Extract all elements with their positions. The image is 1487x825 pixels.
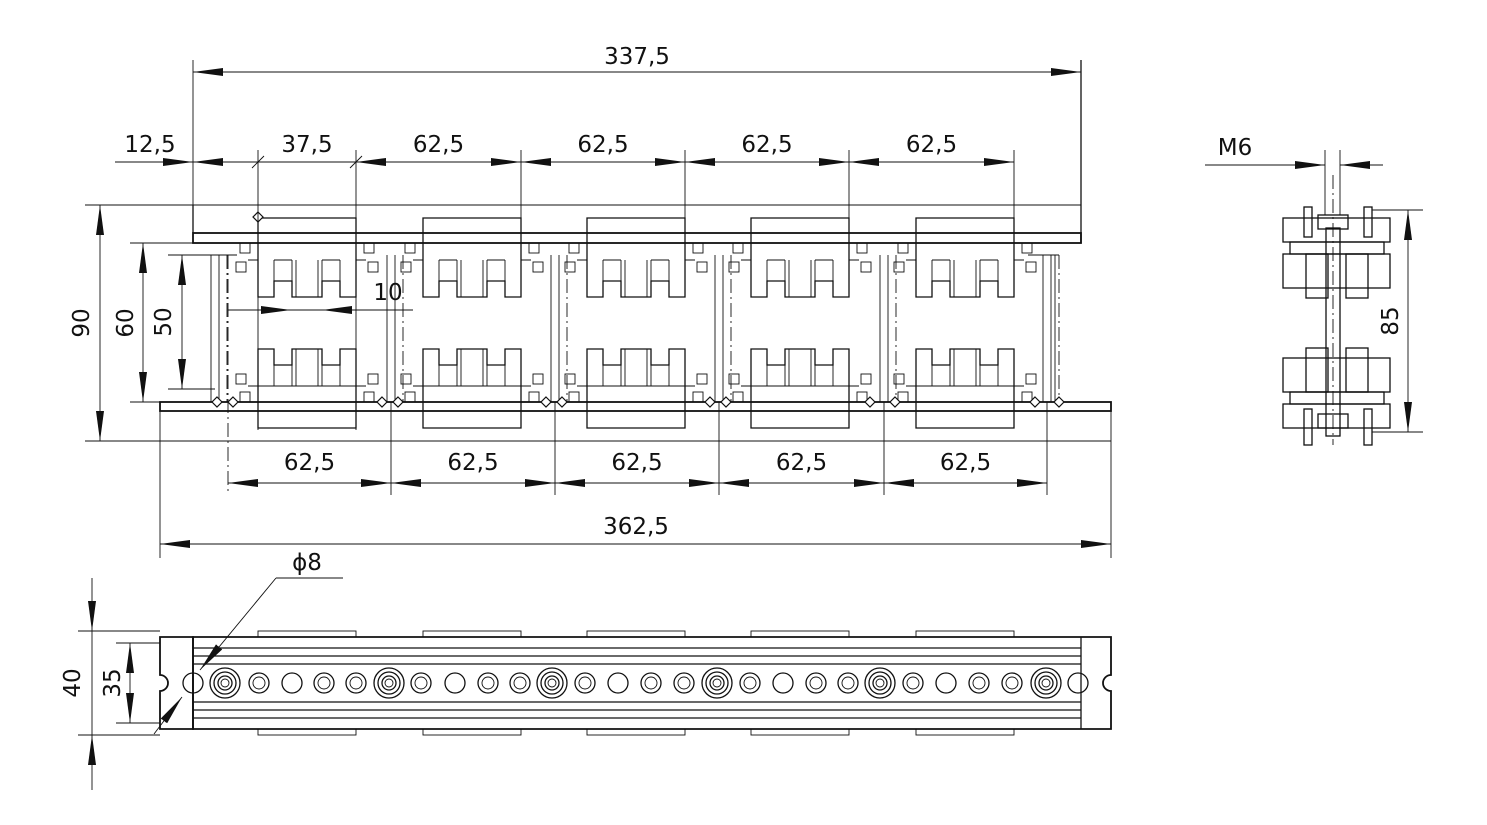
dim-label-10: 10: [373, 280, 402, 306]
marker-diamond: [1053, 396, 1065, 408]
marker-diamond: [704, 396, 716, 408]
dim-label-37-5: 37,5: [281, 132, 332, 158]
dim-label-62-5-bottom: 62,5: [447, 450, 498, 476]
plan-tab-bottom: [586, 728, 686, 736]
plain-hole: [1001, 672, 1023, 694]
plan-tab-top: [257, 630, 357, 638]
plan-tab-bottom: [750, 728, 850, 736]
bolt-hole: [1030, 667, 1062, 699]
plain-hole: [640, 672, 662, 694]
marker-diamond: [392, 396, 404, 408]
plain-hole: [607, 672, 629, 694]
marker-diamond: [540, 396, 552, 408]
dim-label-m6: M6: [1218, 135, 1252, 161]
post-2: [386, 255, 404, 402]
dim-label-62-5-top: 62,5: [413, 132, 464, 158]
dim-label-62-5-top: 62,5: [577, 132, 628, 158]
marker-diamond: [720, 396, 732, 408]
dim-label-35: 35: [100, 668, 126, 697]
dim-label-62-5-bottom: 62,5: [284, 450, 335, 476]
plain-hole: [182, 672, 204, 694]
plain-hole: [902, 672, 924, 694]
plain-hole: [837, 672, 859, 694]
plan-tab-bottom: [422, 728, 522, 736]
bolt-hole: [536, 667, 568, 699]
plain-hole: [345, 672, 367, 694]
plain-hole: [1067, 672, 1089, 694]
dim-label-62-5-bottom: 62,5: [940, 450, 991, 476]
marker-diamond: [211, 396, 223, 408]
plain-hole: [968, 672, 990, 694]
plan-tab-bottom: [257, 728, 357, 736]
plain-hole: [248, 672, 270, 694]
front-view: [159, 60, 1112, 495]
plan-view: ϕ8 40 35: [60, 550, 1112, 790]
dim-vertical-left: 90 60 50: [69, 204, 1111, 442]
dim-label-40: 40: [60, 668, 86, 697]
front-block-5: [893, 217, 1037, 429]
plain-hole: [509, 672, 531, 694]
dim-label-337-5: 337,5: [604, 44, 670, 70]
post-6: [1042, 255, 1060, 402]
dim-label-50: 50: [151, 307, 177, 336]
plain-hole: [477, 672, 499, 694]
plain-hole: [313, 672, 335, 694]
plan-tab-top: [586, 630, 686, 638]
dim-overall-top: 337,5: [192, 44, 1081, 205]
marker-diamond: [376, 396, 388, 408]
plain-hole: [444, 672, 466, 694]
dim-label-62-5-top: 62,5: [741, 132, 792, 158]
marker-diamond: [227, 396, 239, 408]
post-5: [879, 255, 897, 402]
marker-diamond: [889, 396, 901, 408]
dim-label-phi8: ϕ8: [292, 550, 322, 576]
plain-hole: [935, 672, 957, 694]
plain-hole: [805, 672, 827, 694]
marker-diamond: [864, 396, 876, 408]
bolt-hole: [209, 667, 241, 699]
front-block-2: [400, 217, 544, 429]
plan-tab-top: [422, 630, 522, 638]
dim-label-12-5: 12,5: [124, 132, 175, 158]
plain-hole: [574, 672, 596, 694]
dim-label-62-5-bottom: 62,5: [611, 450, 662, 476]
plan-tab-top: [915, 630, 1015, 638]
dim-label-90: 90: [69, 308, 95, 337]
bolt-hole: [701, 667, 733, 699]
marker-diamond: [556, 396, 568, 408]
plain-hole: [772, 672, 794, 694]
front-block-3: [564, 217, 708, 429]
side-view: M6 85: [1205, 135, 1423, 446]
bolt-hole: [373, 667, 405, 699]
post-4: [714, 255, 732, 402]
dim-gap-10: 10: [228, 280, 413, 314]
dim-label-362-5: 362,5: [603, 514, 669, 540]
plain-hole: [739, 672, 761, 694]
front-block-4: [728, 217, 872, 429]
plan-tab-top: [750, 630, 850, 638]
plan-tab-bottom: [915, 728, 1015, 736]
post-3: [550, 255, 568, 402]
dim-label-60: 60: [113, 308, 139, 337]
bolt-hole: [864, 667, 896, 699]
plain-hole: [281, 672, 303, 694]
dim-overall-bottom: 362,5: [159, 411, 1112, 558]
dim-label-62-5-bottom: 62,5: [776, 450, 827, 476]
dim-label-62-5-top: 62,5: [906, 132, 957, 158]
plain-hole: [410, 672, 432, 694]
dim-row-top: 12,5 37,5 62,5 62,5 62,5 62,5: [115, 132, 1015, 430]
post-1: [210, 255, 228, 402]
plain-hole: [673, 672, 695, 694]
dim-label-85: 85: [1378, 306, 1404, 335]
front-block-1: [235, 217, 379, 429]
marker-diamond: [1029, 396, 1041, 408]
dim-row-bottom: 62,5 62,5 62,5 62,5 62,5: [228, 402, 1048, 495]
